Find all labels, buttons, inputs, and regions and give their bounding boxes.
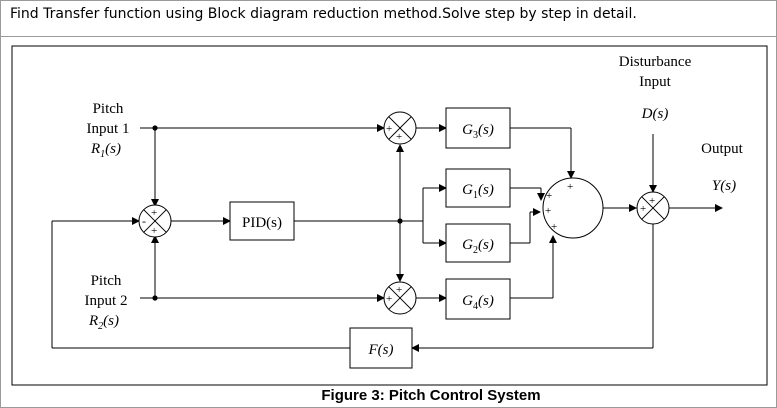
sign-left-top: +	[151, 207, 157, 219]
signal-lines	[51, 124, 723, 352]
sign-output-top: +	[649, 195, 655, 207]
disturbance-symbol: D(s)	[641, 106, 669, 122]
sign-left-bottom: +	[151, 225, 157, 237]
g4-label: G4(s)	[462, 293, 494, 312]
f-label: F(s)	[368, 342, 394, 358]
sign-top-bottom: +	[396, 131, 402, 143]
sign-bottom-top: +	[396, 284, 402, 296]
question-separator	[0, 36, 777, 37]
branch-point-r1	[152, 125, 158, 131]
sign-big-top: +	[567, 181, 573, 193]
sum-junction-output	[636, 191, 670, 225]
pid-label: PID(s)	[242, 215, 282, 231]
sign-big-1: +	[546, 190, 552, 202]
g3-label: G3(s)	[462, 122, 494, 141]
disturbance-label-line1: Disturbance	[619, 54, 692, 70]
question-text: Find Transfer function using Block diagr…	[10, 6, 637, 22]
output-label: Output	[701, 141, 744, 157]
input2-label-line1: Pitch	[91, 273, 122, 289]
disturbance-label-line2: Input	[639, 74, 671, 90]
summer-large	[542, 177, 604, 239]
sign-bottom-left: +	[386, 293, 392, 305]
g2-label: G2(s)	[462, 237, 494, 256]
output-symbol: Y(s)	[712, 178, 736, 194]
figure-caption: Figure 3: Pitch Control System	[321, 387, 540, 404]
sign-top-left: +	[386, 123, 392, 135]
sign-big-3: +	[551, 221, 557, 233]
input2-label-line2: Input 2	[85, 293, 128, 309]
g3-block	[445, 107, 511, 149]
input1-label-line1: Pitch	[93, 101, 124, 117]
f-block	[349, 327, 413, 369]
sign-output-left: +	[640, 203, 646, 215]
sign-big-2: +	[545, 205, 551, 217]
input2-symbol: R2(s)	[88, 313, 119, 332]
sum-junction-top	[383, 111, 417, 145]
branch-point-r2	[152, 295, 158, 301]
diagram-border	[11, 45, 768, 386]
g1-label: G1(s)	[462, 182, 494, 201]
g2-block	[445, 223, 511, 263]
sum-junction-bottom	[383, 281, 417, 315]
g1-block	[445, 168, 511, 208]
input1-symbol: R1(s)	[90, 141, 121, 160]
branch-point-pid	[397, 218, 403, 224]
input1-label-line2: Input 1	[87, 121, 130, 137]
pid-block	[229, 201, 295, 241]
sum-junction-left	[138, 204, 172, 238]
sign-left-minus: -	[142, 214, 146, 228]
g4-block	[445, 278, 511, 320]
